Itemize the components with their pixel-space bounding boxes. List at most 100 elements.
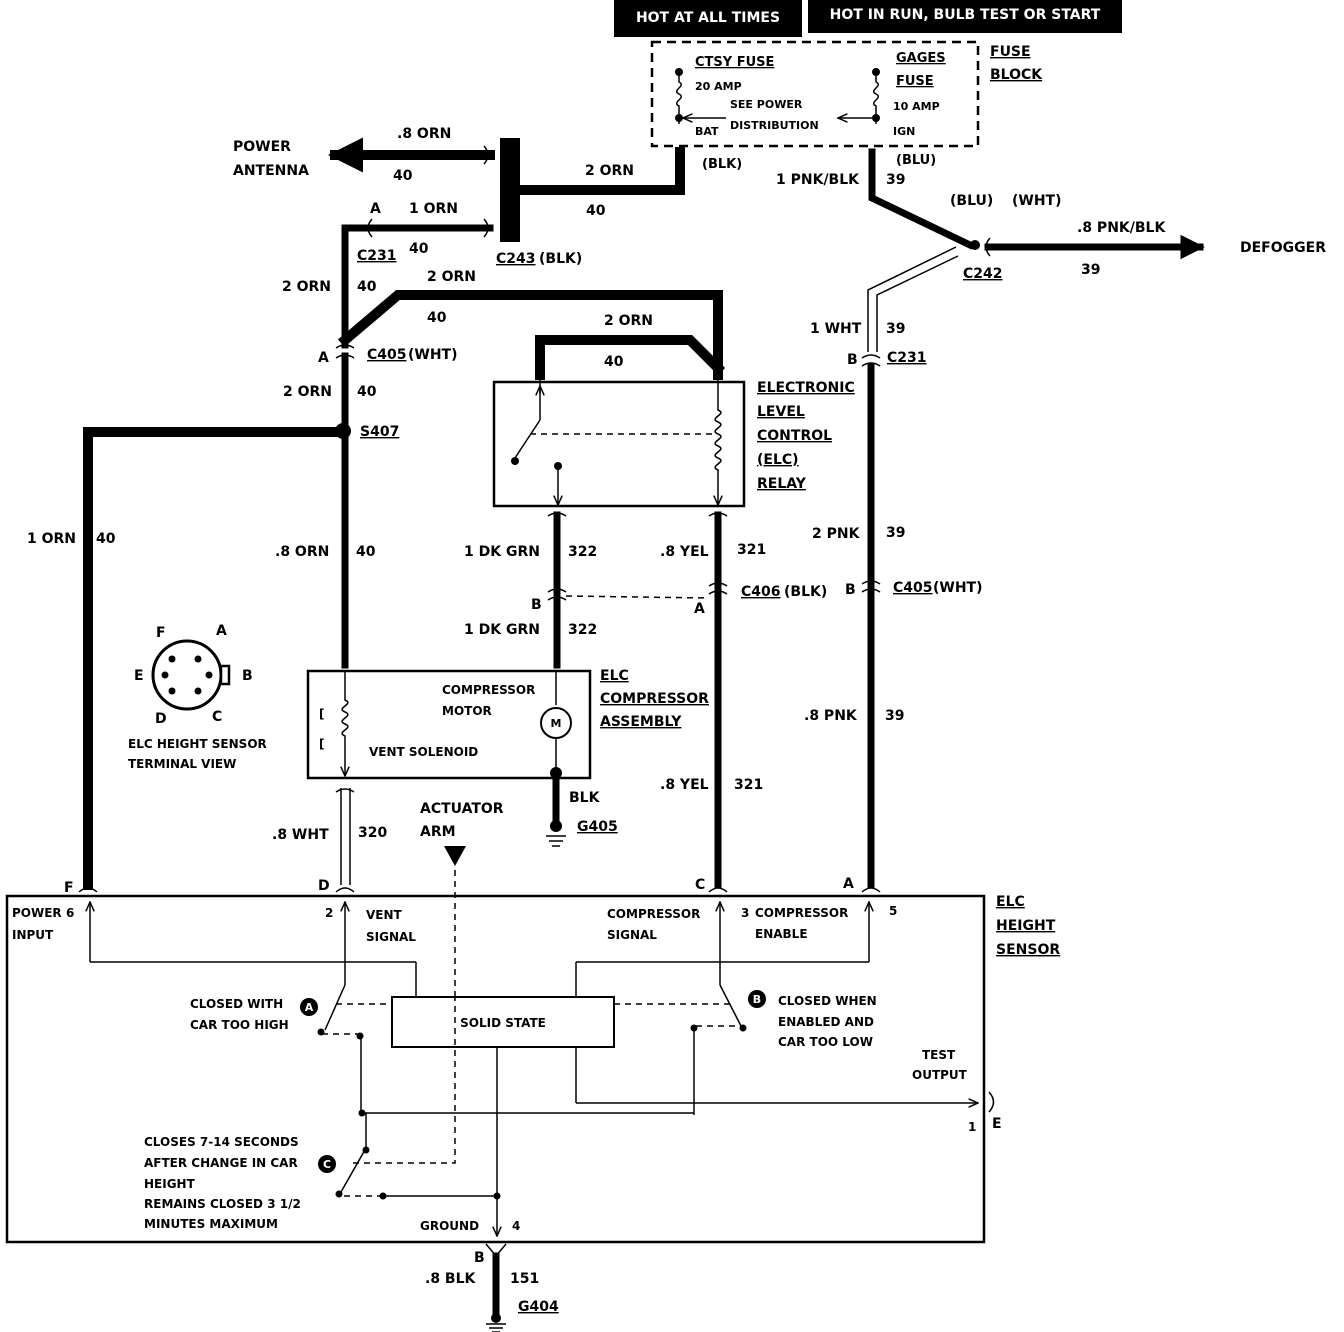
svg-text:CTSY FUSE: CTSY FUSE bbox=[695, 55, 774, 70]
svg-text:ARM: ARM bbox=[420, 824, 456, 840]
svg-text:40: 40 bbox=[604, 354, 624, 370]
svg-text:ELC HEIGHT SENSOR: ELC HEIGHT SENSOR bbox=[128, 737, 267, 751]
svg-text:20 AMP: 20 AMP bbox=[695, 80, 742, 93]
svg-text:(ELC): (ELC) bbox=[757, 452, 799, 468]
svg-text:POWER: POWER bbox=[12, 906, 62, 920]
svg-text:5: 5 bbox=[889, 904, 897, 918]
fuse-blu-label: (BLU) bbox=[896, 153, 936, 168]
svg-text:E: E bbox=[134, 668, 144, 684]
svg-text:.8 BLK: .8 BLK bbox=[425, 1271, 477, 1287]
wire-dk-grn-322: 1 DK GRN 322 B 1 DK GRN 322 bbox=[464, 511, 597, 669]
svg-text:COMPRESSOR: COMPRESSOR bbox=[600, 691, 709, 707]
svg-text:HEIGHT: HEIGHT bbox=[144, 1177, 196, 1191]
connector-c242: (BLU) (WHT) C242 bbox=[950, 193, 1062, 282]
header-hot-at-all-times: HOT AT ALL TIMES bbox=[614, 0, 802, 37]
svg-text:GAGES: GAGES bbox=[896, 51, 946, 66]
svg-text:322: 322 bbox=[568, 544, 597, 560]
svg-text:(BLK): (BLK) bbox=[539, 251, 582, 267]
svg-text:A: A bbox=[370, 201, 381, 217]
svg-text:4: 4 bbox=[512, 1219, 520, 1233]
svg-text:E: E bbox=[992, 1116, 1002, 1132]
svg-text:40: 40 bbox=[409, 241, 429, 257]
svg-text:G405: G405 bbox=[577, 819, 618, 835]
svg-text:SOLID STATE: SOLID STATE bbox=[460, 1016, 546, 1030]
svg-text:320: 320 bbox=[358, 825, 387, 841]
svg-text:D: D bbox=[155, 711, 167, 727]
svg-text:MOTOR: MOTOR bbox=[442, 704, 492, 718]
svg-text:39: 39 bbox=[886, 321, 905, 337]
svg-text:HEIGHT: HEIGHT bbox=[996, 918, 1056, 934]
svg-text:CONTROL: CONTROL bbox=[757, 428, 832, 444]
svg-text:A: A bbox=[318, 350, 329, 366]
svg-text:CLOSES 7-14 SECONDS: CLOSES 7-14 SECONDS bbox=[144, 1135, 299, 1149]
svg-text:(BLK): (BLK) bbox=[784, 584, 827, 600]
svg-text:C: C bbox=[323, 1158, 331, 1171]
svg-text:.8 YEL: .8 YEL bbox=[660, 777, 709, 793]
svg-text:(WHT): (WHT) bbox=[1012, 193, 1062, 209]
svg-text:SIGNAL: SIGNAL bbox=[366, 930, 416, 944]
svg-text:A: A bbox=[216, 623, 227, 639]
svg-text:GROUND: GROUND bbox=[420, 1219, 479, 1233]
label-08orn: .8 ORN bbox=[275, 544, 329, 560]
svg-text:1 ORN: 1 ORN bbox=[27, 531, 76, 547]
svg-text:LEVEL: LEVEL bbox=[757, 404, 805, 420]
svg-text:ANTENNA: ANTENNA bbox=[233, 163, 309, 179]
svg-text:39: 39 bbox=[886, 172, 905, 188]
svg-text:ASSEMBLY: ASSEMBLY bbox=[600, 714, 682, 730]
wire-1-orn-to-height-sensor: 1 ORN 40 bbox=[27, 427, 348, 890]
svg-text:(WHT): (WHT) bbox=[933, 580, 983, 596]
label-40-c405: 40 bbox=[357, 384, 377, 400]
label-2orn-c405: 2 ORN bbox=[283, 384, 332, 400]
svg-text:322: 322 bbox=[568, 622, 597, 638]
svg-text:39: 39 bbox=[885, 708, 904, 724]
svg-text:VENT SOLENOID: VENT SOLENOID bbox=[369, 745, 478, 759]
svg-text:[: [ bbox=[319, 707, 324, 721]
svg-text:COMPRESSOR: COMPRESSOR bbox=[442, 683, 535, 697]
svg-text:C: C bbox=[695, 877, 705, 893]
connector-c243: C243 (BLK) bbox=[496, 138, 582, 267]
svg-text:.8 PNK/BLK: .8 PNK/BLK bbox=[1077, 220, 1166, 236]
svg-text:1 DK GRN: 1 DK GRN bbox=[464, 622, 540, 638]
svg-text:M: M bbox=[551, 717, 562, 730]
svg-text:POWER: POWER bbox=[233, 139, 291, 155]
svg-text:ELECTRONIC: ELECTRONIC bbox=[757, 380, 855, 396]
svg-text:.8 YEL: .8 YEL bbox=[660, 544, 709, 560]
svg-text:C231: C231 bbox=[357, 248, 397, 264]
svg-text:3: 3 bbox=[741, 906, 749, 920]
actuator-arm: ACTUATOR ARM bbox=[420, 801, 504, 995]
svg-text:TEST: TEST bbox=[922, 1048, 956, 1062]
wire-2-orn-fuse-to-c243: 2 ORN 40 bbox=[507, 147, 685, 219]
svg-text:40: 40 bbox=[427, 310, 447, 326]
elc-height-sensor: ELC HEIGHT SENSOR F D C A POWER 6 INPUT … bbox=[5, 876, 1060, 1244]
wire-wht-1: 1 WHT 39 B C231 bbox=[810, 246, 959, 368]
svg-text:INPUT: INPUT bbox=[12, 928, 54, 942]
svg-text:ENABLED AND: ENABLED AND bbox=[778, 1015, 874, 1029]
svg-text:ENABLE: ENABLE bbox=[755, 927, 808, 941]
svg-text:40: 40 bbox=[586, 203, 606, 219]
svg-text:HOT IN RUN, BULB TEST OR START: HOT IN RUN, BULB TEST OR START bbox=[830, 7, 1101, 23]
svg-text:SENSOR: SENSOR bbox=[996, 942, 1060, 958]
svg-text:HOT AT ALL TIMES: HOT AT ALL TIMES bbox=[636, 10, 780, 26]
svg-text:ELC: ELC bbox=[996, 894, 1025, 910]
svg-text:SEE POWER: SEE POWER bbox=[730, 98, 803, 111]
svg-text:B: B bbox=[242, 668, 253, 684]
svg-text:AFTER CHANGE IN CAR: AFTER CHANGE IN CAR bbox=[144, 1156, 298, 1170]
svg-text:DISTRIBUTION: DISTRIBUTION bbox=[730, 119, 819, 132]
svg-text:321: 321 bbox=[734, 777, 763, 793]
svg-text:39: 39 bbox=[886, 525, 905, 541]
svg-text:CAR TOO LOW: CAR TOO LOW bbox=[778, 1035, 873, 1049]
svg-text:ACTUATOR: ACTUATOR bbox=[420, 801, 504, 817]
svg-text:2 ORN: 2 ORN bbox=[604, 313, 653, 329]
svg-text:39: 39 bbox=[1081, 262, 1100, 278]
svg-text:F: F bbox=[64, 880, 74, 896]
elc-compressor-assembly: [ [ COMPRESSOR MOTOR VENT SOLENOID M ELC… bbox=[306, 668, 709, 780]
svg-text:C242: C242 bbox=[963, 266, 1003, 282]
svg-text:2 ORN: 2 ORN bbox=[585, 163, 634, 179]
svg-text:B: B bbox=[531, 597, 542, 613]
svg-text:CLOSED WITH: CLOSED WITH bbox=[190, 997, 283, 1011]
svg-text:REMAINS CLOSED 3 1/2: REMAINS CLOSED 3 1/2 bbox=[144, 1197, 301, 1211]
svg-text:OUTPUT: OUTPUT bbox=[912, 1068, 968, 1082]
svg-text:40: 40 bbox=[96, 531, 116, 547]
label-2orn-left: 2 ORN bbox=[282, 279, 331, 295]
